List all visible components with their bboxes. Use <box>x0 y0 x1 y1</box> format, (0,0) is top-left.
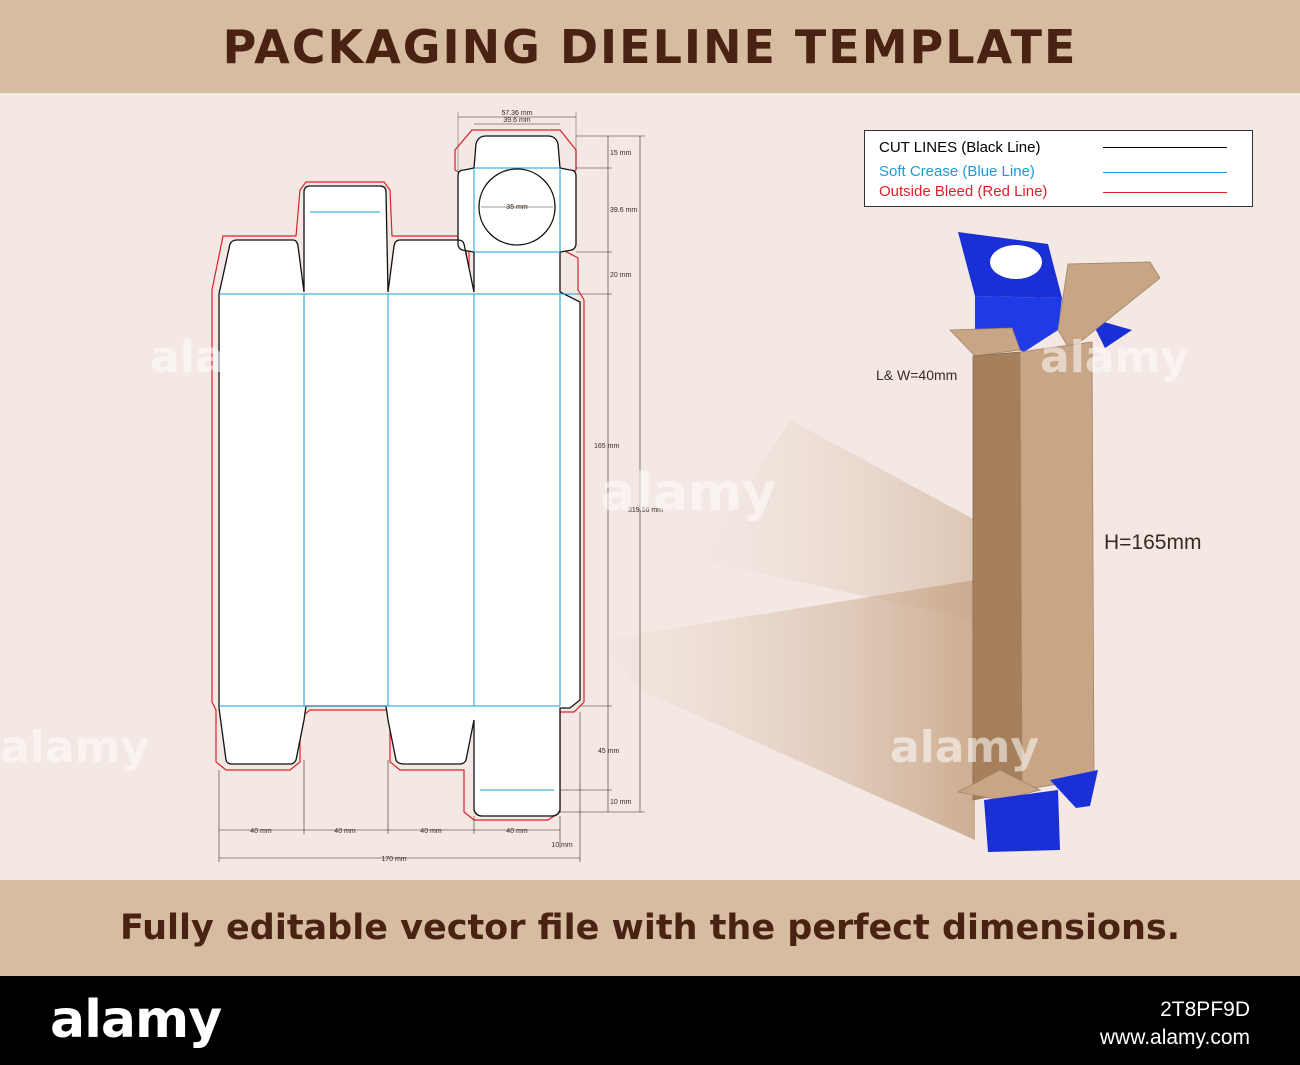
footer-band: Fully editable vector file with the perf… <box>0 880 1300 976</box>
dim-dust-flap: 20 mm <box>610 272 632 279</box>
dim-panel-1: 40 mm <box>250 828 272 835</box>
legend-box: CUT LINES (Black Line) Soft Crease (Blue… <box>864 130 1253 207</box>
svg-text:alamy: alamy <box>150 332 299 383</box>
watermarks: alamy alamy alamy alamy alamy <box>0 332 1189 773</box>
svg-text:alamy: alamy <box>600 463 776 523</box>
dim-top-inner: 39.6 mm <box>503 117 530 124</box>
dim-panel-4: 40 mm <box>506 828 528 835</box>
dim-bottom-tuck: 10 mm <box>610 799 632 806</box>
svg-text:alamy: alamy <box>0 722 149 773</box>
footer-tagline: Fully editable vector file with the perf… <box>119 908 1181 948</box>
svg-text:alamy: alamy <box>1040 332 1189 383</box>
dim-top-panel: 39.6 mm <box>610 207 637 214</box>
cut-outline <box>218 135 581 817</box>
dim-total-width: 170 mm <box>381 856 406 863</box>
legend-bleed-line <box>1103 192 1227 193</box>
mockup-lw-label: L& W=40mm <box>876 367 958 383</box>
image-id: 2T8PF9D <box>1160 998 1250 1021</box>
stock-credit-bar: alamy 2T8PF9D www.alamy.com <box>0 976 1300 1065</box>
dim-total-height: 319.56 mm <box>628 507 663 514</box>
window-dim: 35 mm <box>506 204 528 211</box>
dim-panel-3: 40 mm <box>420 828 442 835</box>
legend-cut-label: CUT LINES (Black Line) <box>879 139 1041 156</box>
stock-url: www.alamy.com <box>1099 1026 1250 1049</box>
mockup-h-label: H=165mm <box>1104 531 1202 554</box>
crease-lines <box>219 167 580 791</box>
svg-text:alamy: alamy <box>890 722 1039 773</box>
dim-tuck-flap: 15 mm <box>610 150 632 157</box>
mockup-bottom-blue <box>984 790 1060 852</box>
dim-bottom-flap: 45 mm <box>598 748 620 755</box>
legend-crease-line <box>1103 172 1227 173</box>
legend-cut-line <box>1103 147 1227 148</box>
page-title: PACKAGING DIELINE TEMPLATE <box>222 19 1078 74</box>
dim-glue-flap: 10 mm <box>551 842 573 849</box>
box-mockup <box>949 232 1161 852</box>
header-band: PACKAGING DIELINE TEMPLATE <box>0 0 1300 93</box>
stock-id-block: 2T8PF9D www.alamy.com <box>1100 998 1250 1050</box>
perspective-beam <box>600 580 975 840</box>
dim-body-height: 165 mm <box>594 443 619 450</box>
legend-bleed-label: Outside Bleed (Red Line) <box>879 183 1048 200</box>
legend-crease-label: Soft Crease (Blue Line) <box>879 163 1035 180</box>
dim-top-outer: 57.36 mm <box>501 110 532 117</box>
dieline: 35 mm 57.36 mm 39.6 mm 15 mm 39.6 mm 20 … <box>211 110 663 863</box>
alamy-logo: alamy <box>50 990 222 1050</box>
dim-panel-2: 40 mm <box>334 828 356 835</box>
